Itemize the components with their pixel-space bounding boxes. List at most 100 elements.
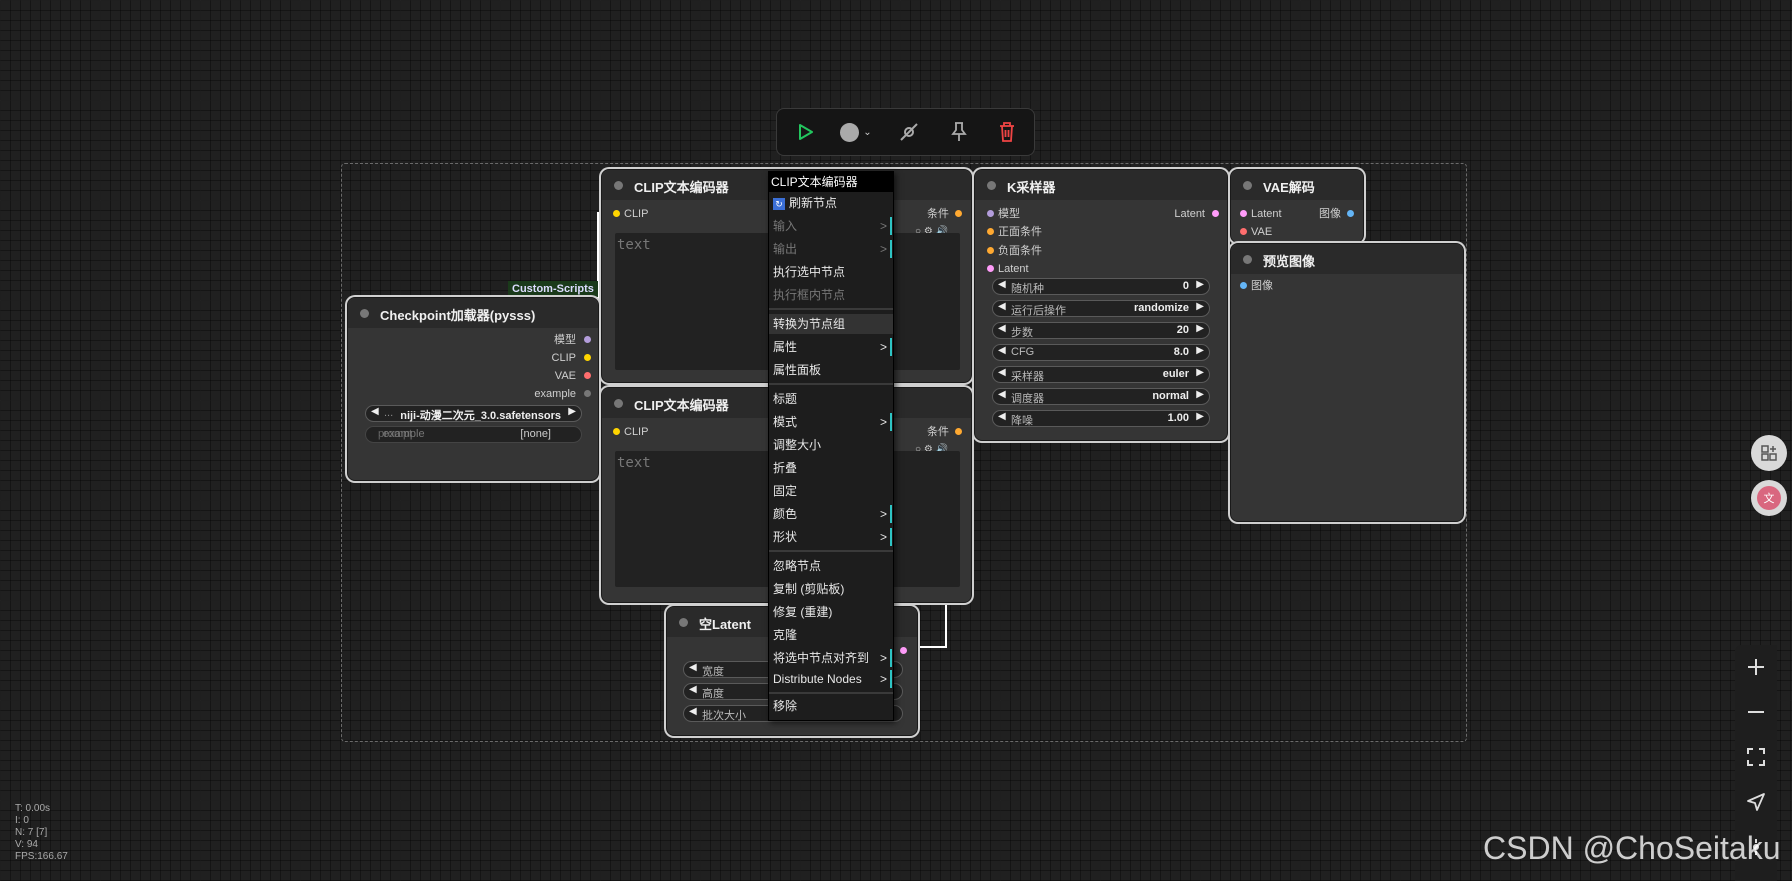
decrement-arrow-icon[interactable]: ◀ — [998, 411, 1006, 422]
menu-item-fix-rebuild[interactable]: 修复 (重建) — [769, 602, 893, 622]
cfg-widget[interactable]: ◀ CFG 8.0 ▶ — [992, 344, 1210, 361]
collapse-dot-icon[interactable] — [614, 399, 623, 408]
input-pin-clip[interactable] — [613, 210, 620, 217]
fit-view-icon[interactable] — [1741, 742, 1771, 772]
input-pin-negative[interactable] — [987, 247, 994, 254]
output-pin-example[interactable] — [584, 390, 591, 397]
link-wire — [945, 602, 947, 648]
menu-item-resize[interactable]: 调整大小 — [769, 435, 893, 455]
menu-item-outputs[interactable]: 输出> — [769, 239, 893, 259]
zoom-in-icon[interactable] — [1741, 652, 1771, 682]
menu-item-properties[interactable]: 属性> — [769, 337, 893, 357]
menu-item-align-selected[interactable]: 将选中节点对齐到> — [769, 648, 893, 668]
increment-arrow-icon[interactable]: ▶ — [1196, 279, 1204, 290]
pin-icon[interactable] — [944, 117, 974, 147]
input-pin-image[interactable] — [1240, 282, 1247, 289]
menu-item-bypass[interactable]: 忽略节点 — [769, 556, 893, 576]
input-pin-model[interactable] — [987, 210, 994, 217]
output-pin-image[interactable] — [1347, 210, 1354, 217]
output-pin-vae[interactable] — [584, 372, 591, 379]
increment-arrow-icon[interactable]: ▶ — [1196, 323, 1204, 334]
input-pin-clip[interactable] — [613, 428, 620, 435]
output-pin-conditioning[interactable] — [955, 210, 962, 217]
menu-item-label: 转换为节点组 — [773, 317, 846, 331]
bypass-icon[interactable] — [894, 117, 924, 147]
menu-item-collapse[interactable]: 折叠 — [769, 458, 893, 478]
collapse-dot-icon[interactable] — [1243, 255, 1252, 264]
decrement-arrow-icon[interactable]: ◀ — [689, 706, 697, 717]
decrement-arrow-icon[interactable]: ◀ — [998, 389, 1006, 400]
collapse-dot-icon[interactable] — [987, 181, 996, 190]
menu-item-properties-panel[interactable]: 属性面板 — [769, 360, 893, 380]
input-pin-vae[interactable] — [1240, 228, 1247, 235]
collapse-dot-icon[interactable] — [679, 618, 688, 627]
add-node-button[interactable] — [1751, 435, 1787, 471]
collapse-dot-icon[interactable] — [360, 309, 369, 318]
output-pin-clip[interactable] — [584, 354, 591, 361]
node-title-bar[interactable]: 预览图像 — [1231, 244, 1463, 274]
trash-icon[interactable] — [992, 117, 1022, 147]
decrement-arrow-icon[interactable]: ◀ — [998, 323, 1006, 334]
increment-arrow-icon[interactable]: ▶ — [1196, 367, 1204, 378]
menu-item-run-selected[interactable]: 执行选中节点 — [769, 262, 893, 282]
output-pin-latent[interactable] — [900, 647, 907, 654]
vae-decode-node[interactable]: VAE解码 Latent VAE 图像 — [1230, 169, 1364, 243]
input-pin-latent[interactable] — [987, 265, 994, 272]
collapse-dot-icon[interactable] — [1243, 181, 1252, 190]
decrement-arrow-icon[interactable]: ◀ — [689, 662, 697, 673]
increment-arrow-icon[interactable]: ▶ — [1196, 301, 1204, 312]
increment-arrow-icon[interactable]: ▶ — [568, 406, 576, 417]
input-pin-latent[interactable] — [1240, 210, 1247, 217]
color-picker-button[interactable]: ⌄ — [835, 117, 877, 147]
menu-item-clone[interactable]: 克隆 — [769, 625, 893, 645]
sampler-widget[interactable]: ◀ 采样器 euler ▶ — [992, 366, 1210, 383]
menu-item-remove[interactable]: 移除 — [769, 696, 893, 716]
node-title-bar[interactable]: K采样器 — [975, 170, 1227, 200]
preview-image-node[interactable]: 预览图像 图像 — [1230, 243, 1464, 522]
collapse-dot-icon[interactable] — [614, 181, 623, 190]
node-title-bar[interactable]: Checkpoint加载器(pysss) — [348, 298, 598, 328]
scheduler-widget[interactable]: ◀ 调度器 normal ▶ — [992, 388, 1210, 405]
widget-label: 运行后操作 — [1011, 305, 1066, 317]
menu-item-shapes[interactable]: 形状> — [769, 527, 893, 547]
play-icon[interactable] — [790, 117, 820, 147]
menu-item-convert-group[interactable]: 转换为节点组 — [769, 314, 893, 334]
navigate-icon[interactable] — [1741, 787, 1771, 817]
menu-item-colors[interactable]: 颜色> — [769, 504, 893, 524]
decrement-arrow-icon[interactable]: ◀ — [998, 279, 1006, 290]
decrement-arrow-icon[interactable]: ◀ — [689, 684, 697, 695]
zoom-out-icon[interactable] — [1741, 697, 1771, 727]
denoise-widget[interactable]: ◀ 降噪 1.00 ▶ — [992, 410, 1210, 427]
decrement-arrow-icon[interactable]: ◀ — [998, 367, 1006, 378]
seed-widget[interactable]: ◀ 随机种 0 ▶ — [992, 278, 1210, 295]
menu-item-pin[interactable]: 固定 — [769, 481, 893, 501]
menu-item-title[interactable]: 标题 — [769, 389, 893, 409]
output-pin-model[interactable] — [584, 336, 591, 343]
input-pin-positive[interactable] — [987, 228, 994, 235]
menu-item-label: 输入 — [773, 219, 798, 233]
node-group[interactable] — [341, 163, 1467, 742]
menu-item-mode[interactable]: 模式> — [769, 412, 893, 432]
ksampler-node[interactable]: K采样器 模型 正面条件 负面条件 Latent Latent ◀ 随机种 0 … — [974, 169, 1228, 441]
decrement-arrow-icon[interactable]: ◀ — [998, 345, 1006, 356]
ckpt-name-combo[interactable]: ◀ ... niji-动漫二次元_3.0.safetensors ▶ — [365, 405, 582, 422]
increment-arrow-icon[interactable]: ▶ — [1196, 345, 1204, 356]
decrement-arrow-icon[interactable]: ◀ — [371, 406, 379, 417]
menu-item-refresh[interactable]: ↻刷新节点 — [769, 193, 893, 213]
output-pin-conditioning[interactable] — [955, 428, 962, 435]
menu-item-distribute-nodes[interactable]: Distribute Nodes> — [769, 669, 893, 689]
steps-widget[interactable]: ◀ 步数 20 ▶ — [992, 322, 1210, 339]
example-text-widget[interactable]: prompt example [none] — [365, 426, 582, 443]
menu-item-run-in-frame[interactable]: 执行框内节点 — [769, 285, 893, 305]
node-title-bar[interactable]: VAE解码 — [1231, 170, 1363, 200]
checkpoint-loader-node[interactable]: Checkpoint加载器(pysss) 模型 CLIP VAE example… — [347, 297, 599, 481]
output-pin-latent[interactable] — [1212, 210, 1219, 217]
increment-arrow-icon[interactable]: ▶ — [1196, 389, 1204, 400]
increment-arrow-icon[interactable]: ▶ — [1196, 411, 1204, 422]
link-visibility-icon[interactable] — [1741, 832, 1771, 862]
menu-item-copy-clipboard[interactable]: 复制 (剪贴板) — [769, 579, 893, 599]
translate-button[interactable]: 文 — [1751, 480, 1787, 516]
decrement-arrow-icon[interactable]: ◀ — [998, 301, 1006, 312]
menu-item-inputs[interactable]: 输入> — [769, 216, 893, 236]
control-after-generate-widget[interactable]: ◀ 运行后操作 randomize ▶ — [992, 300, 1210, 317]
